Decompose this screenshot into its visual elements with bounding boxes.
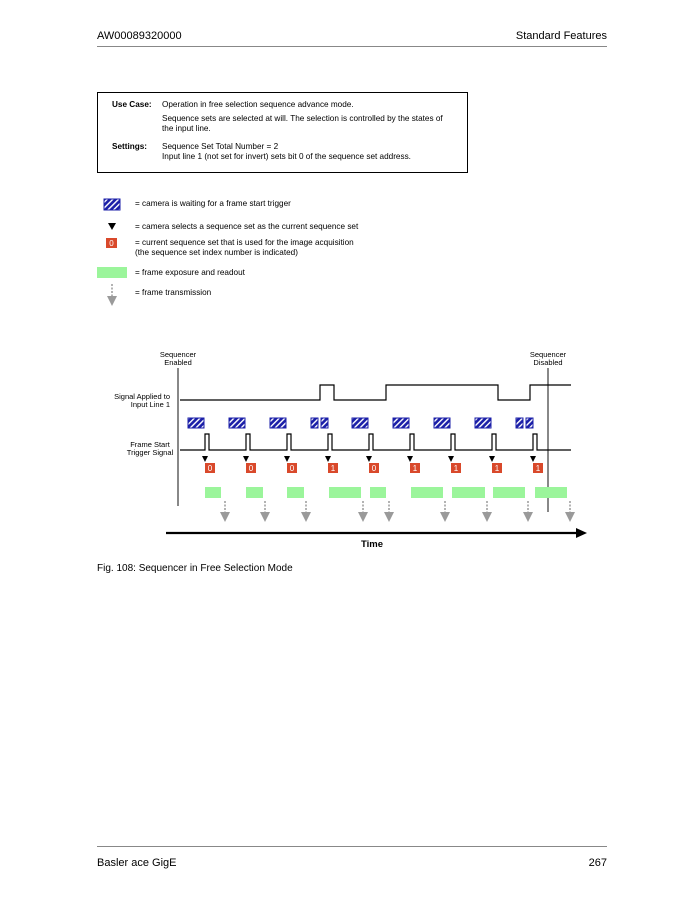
exposure-bar [329, 487, 361, 498]
legend-exposure-text: = frame exposure and readout [135, 268, 245, 277]
select-triangle-icon [530, 456, 536, 462]
sequence-set-badge [287, 463, 297, 473]
sequence-set-index: 0 [290, 464, 295, 473]
sequence-set-badge [205, 463, 215, 473]
waiting-box [351, 417, 369, 429]
sequence-set-index: 0 [372, 464, 377, 473]
legend-selects-text: = camera selects a sequence set as the c… [135, 222, 359, 231]
settings-line-2: Input line 1 (not set for invert) sets b… [162, 152, 411, 161]
waiting-box [269, 417, 287, 429]
sequence-set-badge [369, 463, 379, 473]
sequence-set-index: 1 [454, 464, 459, 473]
select-triangle-icon [243, 456, 249, 462]
select-triangle-icon [325, 456, 331, 462]
waiting-box [392, 417, 410, 429]
transmission-arrow-icon [565, 512, 575, 522]
waiting-box [474, 417, 492, 429]
figure-caption: Fig. 108: Sequencer in Free Selection Mo… [97, 563, 293, 574]
trigger-signal-label-2: Trigger Signal [127, 448, 174, 457]
waiting-box [228, 417, 246, 429]
input-line-waveform [180, 384, 571, 401]
trigger-and-frame-marks: 0 0 0 1 0 1 1 1 1 [180, 417, 575, 522]
sequence-set-badge [451, 463, 461, 473]
page-number: 267 [588, 857, 607, 869]
footer-product: Basler ace GigE [97, 857, 177, 869]
transmission-arrow-icon [440, 512, 450, 522]
exposure-bar [246, 487, 263, 498]
input-signal-label-2: Input Line 1 [131, 400, 170, 409]
exposure-bar [287, 487, 304, 498]
exposure-bar [493, 487, 525, 498]
select-triangle-icon [448, 456, 454, 462]
waiting-box [515, 417, 524, 429]
select-triangle-icon [108, 223, 116, 230]
use-case-box: Use Case: Operation in free selection se… [97, 92, 468, 173]
sequence-set-index: 1 [331, 464, 336, 473]
sequence-set-index: 1 [536, 464, 541, 473]
waiting-box [187, 417, 205, 429]
exposure-bar [535, 487, 567, 498]
transmission-arrow-icon [301, 512, 311, 522]
sequence-set-index: 1 [413, 464, 418, 473]
use-case-line-1: Operation in free selection sequence adv… [162, 100, 354, 109]
transmission-arrow-icon [482, 512, 492, 522]
timing-diagram: Sequencer Enabled Sequencer Disabled Sig… [114, 350, 587, 550]
legend-symbols: 0 [97, 198, 127, 306]
exposure-bar [411, 487, 443, 498]
header-rule [97, 46, 607, 47]
select-triangle-icon [489, 456, 495, 462]
sequence-set-badge [492, 463, 502, 473]
sequencer-disabled-label-1: Sequencer [530, 350, 567, 359]
transmission-arrow-icon [384, 512, 394, 522]
sequencer-enabled-label-1: Sequencer [160, 350, 197, 359]
use-case-line-2: Sequence sets are selected at will. The … [162, 114, 443, 133]
waiting-box [310, 417, 319, 429]
trigger-signal-label-1: Frame Start [130, 440, 171, 449]
trigger-waveform [180, 433, 571, 451]
current-set-badge-icon: 0 [106, 238, 117, 248]
transmission-arrow-icon [358, 512, 368, 522]
settings-label: Settings: [112, 142, 148, 151]
legend-transmission-text: = frame transmission [135, 288, 212, 297]
transmission-arrow-icon [220, 512, 230, 522]
select-triangle-icon [202, 456, 208, 462]
waiting-box [320, 417, 329, 429]
sequencer-enabled-label-2: Enabled [164, 358, 192, 367]
settings-text: Sequence Set Total Number = 2 Input line… [162, 142, 455, 162]
settings-line-1: Sequence Set Total Number = 2 [162, 142, 279, 151]
sequence-set-badge [328, 463, 338, 473]
time-axis-label: Time [361, 539, 383, 550]
input-signal-label-1: Signal Applied to [114, 392, 170, 401]
use-case-label: Use Case: [112, 100, 152, 109]
sequence-set-badge [533, 463, 543, 473]
waiting-box [525, 417, 534, 429]
waiting-symbol-icon [103, 198, 121, 211]
select-triangle-icon [366, 456, 372, 462]
select-triangle-icon [284, 456, 290, 462]
sequence-set-index: 0 [249, 464, 254, 473]
transmission-arrow-icon [523, 512, 533, 522]
transmission-arrow-icon [260, 512, 270, 522]
legend-waiting-text: = camera is waiting for a frame start tr… [135, 199, 291, 208]
exposure-bar [370, 487, 386, 498]
transmission-arrow-icon [107, 284, 117, 306]
exposure-bar-icon [97, 267, 127, 278]
legend-current-line-2: (the sequence set index number is indica… [135, 248, 298, 257]
sequence-set-index: 1 [495, 464, 500, 473]
sequence-set-badge [410, 463, 420, 473]
sequence-set-badge [246, 463, 256, 473]
footer-rule [97, 846, 607, 847]
exposure-bar [205, 487, 221, 498]
sequencer-disabled-label-2: Disabled [533, 358, 562, 367]
select-triangle-icon [407, 456, 413, 462]
legend-current-line-1: = current sequence set that is used for … [135, 238, 354, 247]
use-case-text: Operation in free selection sequence adv… [162, 100, 455, 138]
legend-badge-text: 0 [109, 239, 114, 248]
doc-id: AW00089320000 [97, 30, 182, 42]
sequence-set-index: 0 [208, 464, 213, 473]
time-axis-arrow-icon [576, 528, 587, 538]
exposure-bar [452, 487, 485, 498]
section-title: Standard Features [515, 30, 607, 42]
waiting-box [433, 417, 451, 429]
